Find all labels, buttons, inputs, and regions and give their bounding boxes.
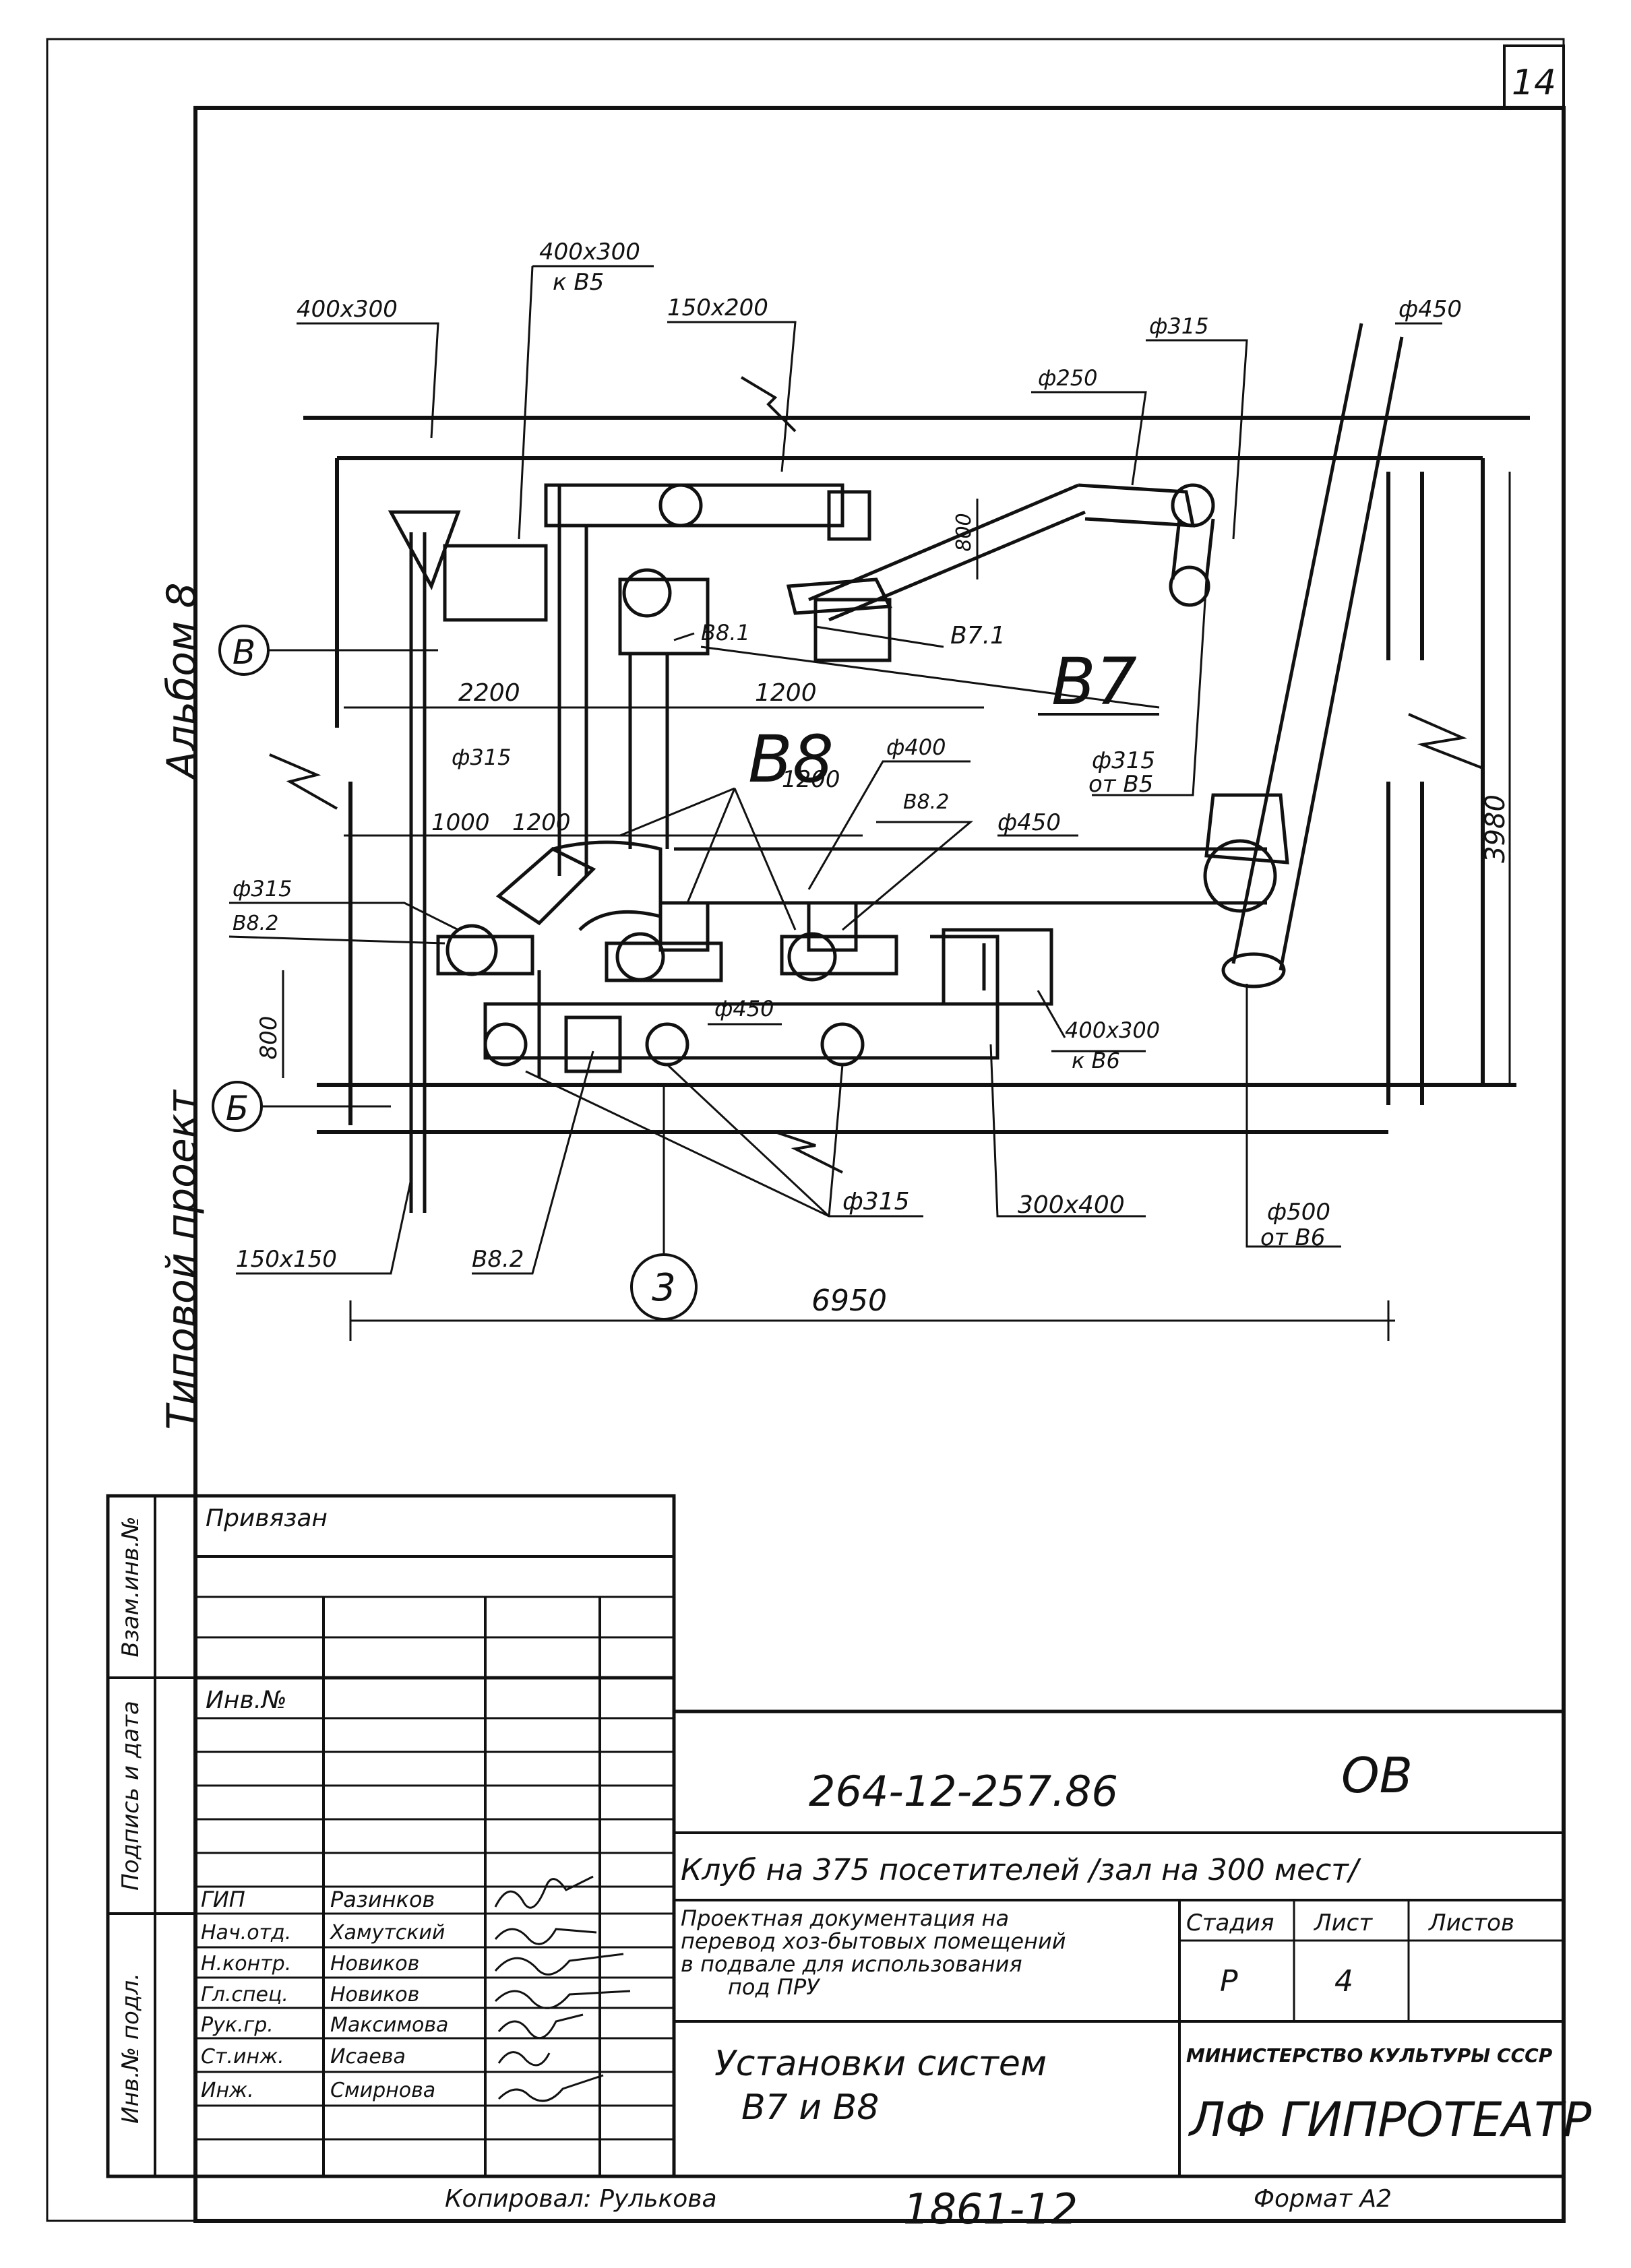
stamp-mark: ОВ [1341, 1747, 1413, 1804]
signer-role: Нач.отд. [201, 1921, 291, 1945]
callout-b8-2-left: В8.2 [233, 912, 278, 935]
dim-3980: 3980 [1480, 794, 1511, 863]
plan-system-labels: В7 В8 [748, 644, 1159, 797]
stamp-order-no: 1861-12 [903, 2184, 1078, 2234]
leader-lines [228, 265, 1442, 1275]
stamp-copied-by: Копировал: Рулькова [445, 2185, 717, 2213]
stamp-inv-no: Инв.№ [206, 1687, 287, 1714]
stamp-stage-header: Стадия [1186, 1910, 1274, 1936]
break-lines [269, 376, 1483, 1174]
signature-scribbles [494, 1875, 631, 2102]
stamp-side-vzam-inv: Взам.инв.№ [117, 1516, 144, 1657]
stamp-stage: Р [1220, 1964, 1238, 1998]
callout-300x400: 300х400 [1018, 1191, 1125, 1219]
signer-name: Смирнова [330, 2079, 435, 2102]
callout-phi315-bottom: ф315 [842, 1188, 910, 1216]
dim-2200: 2200 [458, 679, 520, 707]
callout-phi400: ф400 [886, 734, 946, 760]
signer-name: Новиков [330, 1952, 419, 1976]
stamp-sheet-header: Лист [1313, 1910, 1373, 1936]
plan-walls [303, 416, 1530, 1134]
stamp-sheets-header: Листов [1427, 1910, 1514, 1936]
sheet-corner-number: 14 [1512, 63, 1556, 103]
axis-label-3: 3 [652, 1266, 676, 1310]
callout-b8-2-bottom: В8.2 [472, 1246, 524, 1273]
stamp-format: Формат А2 [1254, 2185, 1392, 2213]
stamp-description-line: перевод хоз-бытовых помещений [681, 1928, 1066, 1954]
callout-phi315-b5: ф315 [1092, 747, 1155, 774]
signer-role: Н.контр. [201, 1952, 291, 1976]
stamp-code: 264-12-257.86 [809, 1767, 1118, 1816]
dim-1200-top: 1200 [755, 679, 817, 707]
stamp-description-line: под ПРУ [728, 1974, 821, 2000]
stamp-sheet-title: В7 и В8 [741, 2087, 879, 2128]
callout-from-b5: от В5 [1088, 771, 1153, 798]
callout-400x300-top: 400х300 [539, 239, 640, 265]
stamp-sheet: 4 [1334, 1964, 1353, 1998]
dimension-lines [282, 472, 1511, 1341]
stamp-sheet-title: Установки систем [714, 2044, 1047, 2084]
axis-label-b-upper: В [233, 633, 255, 672]
stamp-ministry: МИНИСТЕРСТВО КУЛЬТУРЫ СССР [1186, 2044, 1553, 2067]
callout-phi450-mid: ф450 [997, 809, 1061, 836]
dim-1000: 1000 [431, 809, 490, 836]
callout-150x200: 150х200 [667, 294, 768, 321]
callout-phi450-low: ф450 [714, 996, 774, 1021]
dim-800-left: 800 [255, 1016, 282, 1060]
callout-phi250: ф250 [1038, 365, 1097, 391]
signer-role: Инж. [201, 2079, 254, 2102]
signer-role: Рук.гр. [201, 2013, 274, 2037]
signer-role: ГИП [201, 1887, 245, 1912]
dim-6950: 6950 [811, 1284, 887, 1318]
sheet-frame [46, 38, 1566, 2223]
callout-400x300-b6: 400х300 [1065, 1017, 1160, 1043]
callout-150x150: 150х150 [236, 1246, 337, 1273]
callout-from-b6: от В6 [1260, 1224, 1325, 1251]
signer-name: Хамутский [329, 1921, 445, 1945]
signer-name: Максимова [330, 2013, 448, 2037]
callout-400x300-left: 400х300 [297, 296, 398, 323]
project-label: Типовой проект [158, 1089, 206, 1430]
callout-phi315-mid: ф315 [452, 745, 511, 770]
system-label-b7: В7 [1051, 644, 1137, 720]
axis-label-b-lower: Б [226, 1089, 249, 1128]
callout-phi500: ф500 [1267, 1199, 1330, 1226]
stamp-description-line: в подвале для использования [681, 1951, 1022, 1977]
signer-role: Гл.спец. [201, 1983, 288, 2007]
callout-phi315-top: ф315 [1149, 313, 1208, 339]
stamp-side-inv-podl: Инв.№ подл. [117, 1973, 144, 2124]
stamp-grid [106, 1494, 1566, 2178]
dim-1200-c: 1200 [782, 766, 840, 793]
callout-b8-1: В8.1 [701, 620, 750, 645]
callout-phi315-left: ф315 [233, 876, 292, 902]
plan-dimension-texts: 2200 1200 1000 1200 1200 800 800 3980 69… [255, 513, 1511, 1318]
callout-b7-1: В7.1 [950, 622, 1006, 650]
stamp-description-line: Проектная документация на [681, 1905, 1009, 1931]
callout-b8-2-c: В8.2 [903, 790, 949, 814]
dim-800-top: 800 [952, 513, 976, 551]
dim-1200-mid: 1200 [512, 809, 571, 836]
signer-name: Разинков [330, 1887, 435, 1912]
stamp-side-podpis-data: Подпись и дата [117, 1701, 144, 1891]
ducts [388, 323, 1404, 1213]
stamp-privyazan: Привязан [206, 1505, 328, 1532]
plan-callouts: 400х300 400х300 к В5 150х200 ф250 ф315 ф… [233, 239, 1462, 1273]
axis-b-upper: В [218, 625, 438, 676]
signer-list: ГИП Разинков Нач.отд. Хамутский Н.контр.… [201, 1887, 448, 2102]
album-label: Альбом 8 [158, 583, 206, 782]
axis-3: 3 [630, 1085, 698, 1321]
axis-b-lower: Б [212, 1081, 391, 1132]
callout-phi450-top: ф450 [1398, 296, 1462, 323]
callout-to-b5: к В5 [553, 269, 604, 296]
system-label-b8: В8 [748, 722, 834, 797]
signer-role: Ст.инж. [201, 2045, 284, 2069]
stamp-object: Клуб на 375 посетителей /зал на 300 мест… [681, 1853, 1361, 1887]
signer-name: Новиков [330, 1983, 419, 2007]
callout-to-b6: к В6 [1072, 1048, 1120, 1073]
stamp-org: ЛФ ГИПРОТЕАТР [1188, 2092, 1592, 2147]
signer-name: Исаева [330, 2045, 406, 2069]
